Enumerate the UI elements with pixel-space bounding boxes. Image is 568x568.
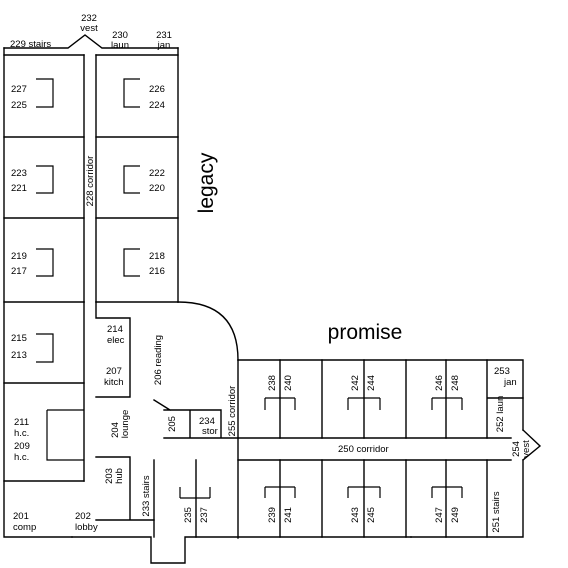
room-228: 228 corridor bbox=[85, 156, 96, 207]
room-224: 224 bbox=[149, 100, 165, 111]
top-wall bbox=[3, 34, 179, 49]
walls bbox=[3, 34, 542, 564]
doors bbox=[36, 78, 463, 499]
door-247 bbox=[431, 486, 463, 498]
room-223: 223 bbox=[11, 168, 27, 179]
room-251: 251 stairs bbox=[491, 491, 502, 532]
room-250: 250 corridor bbox=[338, 444, 389, 455]
room-240: 240 bbox=[283, 375, 294, 391]
promise-bottom bbox=[410, 459, 524, 538]
room-207-name: kitch bbox=[104, 377, 124, 388]
room-225: 225 bbox=[11, 100, 27, 111]
room-243: 243 bbox=[350, 507, 361, 523]
room-238: 238 bbox=[267, 375, 278, 391]
room-237: 237 bbox=[199, 507, 210, 523]
room-227: 227 bbox=[11, 84, 27, 95]
room-231-num: 231 bbox=[156, 30, 172, 41]
room-226: 226 bbox=[149, 84, 165, 95]
room-231-name: jan bbox=[157, 40, 171, 51]
door-211 bbox=[46, 409, 84, 461]
room-201-name: comp bbox=[13, 522, 36, 533]
door-239 bbox=[264, 486, 296, 498]
door-218 bbox=[123, 248, 140, 277]
door-235 bbox=[179, 487, 211, 499]
room-220: 220 bbox=[149, 183, 165, 194]
room-245: 245 bbox=[366, 507, 377, 523]
door-242 bbox=[347, 397, 381, 410]
room-204-name: lounge bbox=[120, 410, 131, 439]
promise-dividers bbox=[321, 359, 524, 538]
room-234-name: stor bbox=[202, 426, 218, 437]
room-209-name: h.c. bbox=[14, 452, 29, 463]
room-206: 206 reading bbox=[153, 335, 164, 385]
room-241: 241 bbox=[283, 507, 294, 523]
room-253-num: 253 bbox=[494, 366, 510, 377]
room-244: 244 bbox=[366, 375, 377, 391]
room-247: 247 bbox=[434, 507, 445, 523]
room-203-num: 203 bbox=[104, 468, 115, 484]
door-227 bbox=[36, 78, 54, 108]
wing-label-legacy: legacy bbox=[195, 152, 218, 213]
room-219: 219 bbox=[11, 251, 27, 262]
room-242: 242 bbox=[350, 375, 361, 391]
door-222 bbox=[123, 165, 140, 194]
wing-label-promise: promise bbox=[328, 321, 403, 344]
room-202-num: 202 bbox=[75, 511, 91, 522]
room-202-name: lobby bbox=[75, 522, 98, 533]
room-214-name: elec bbox=[107, 335, 125, 346]
inner-junction-walls bbox=[153, 399, 239, 439]
door-223 bbox=[36, 165, 54, 194]
room-213: 213 bbox=[11, 350, 27, 361]
room-222: 222 bbox=[149, 168, 165, 179]
promise-top bbox=[237, 359, 524, 431]
room-218: 218 bbox=[149, 251, 165, 262]
room-234-num: 234 bbox=[199, 416, 215, 427]
door-226 bbox=[123, 78, 140, 108]
door-238 bbox=[264, 397, 296, 410]
room-204-num: 204 bbox=[110, 422, 121, 438]
room-254-num: 254 bbox=[511, 441, 522, 457]
labels: legacy promise 229 stairs 232 vest 230 l… bbox=[10, 13, 532, 533]
room-232-name: vest bbox=[80, 23, 98, 34]
room-217: 217 bbox=[11, 266, 27, 277]
room-214-num: 214 bbox=[107, 324, 123, 335]
room-216: 216 bbox=[149, 266, 165, 277]
room-211-num: 211 bbox=[14, 417, 29, 428]
room-253-name: jan bbox=[503, 377, 517, 388]
room-249: 249 bbox=[450, 507, 461, 523]
room-205: 205 bbox=[167, 416, 178, 432]
room-233: 233 stairs bbox=[141, 475, 152, 516]
room-230-name: laun bbox=[111, 40, 129, 51]
room-207-num: 207 bbox=[106, 366, 122, 377]
promise-mid-divider bbox=[195, 359, 447, 538]
room-211-name: h.c. bbox=[14, 428, 29, 439]
door-215 bbox=[36, 333, 54, 363]
legacy-west-wall bbox=[3, 47, 73, 538]
room-248: 248 bbox=[450, 375, 461, 391]
room-203-name: hub bbox=[114, 468, 125, 484]
lobby-wall bbox=[71, 536, 412, 564]
room-254-name: vest bbox=[521, 440, 532, 458]
legacy-south-section bbox=[83, 301, 155, 521]
junction-curve bbox=[177, 301, 239, 361]
room-209-num: 209 bbox=[14, 441, 30, 452]
room-221: 221 bbox=[11, 183, 27, 194]
room-230-num: 230 bbox=[112, 30, 128, 41]
door-246 bbox=[431, 397, 463, 410]
door-219 bbox=[36, 248, 54, 277]
door-243 bbox=[347, 486, 381, 498]
room-201-num: 201 bbox=[13, 511, 29, 522]
vest-east bbox=[522, 429, 542, 461]
room-239: 239 bbox=[267, 507, 278, 523]
room-255: 255 corridor bbox=[227, 386, 238, 437]
room-246: 246 bbox=[434, 375, 445, 391]
room-229: 229 stairs bbox=[10, 39, 51, 50]
room-215: 215 bbox=[11, 333, 27, 344]
room-235: 235 bbox=[183, 507, 194, 523]
room-232-num: 232 bbox=[81, 13, 97, 24]
room-252: 252 laun bbox=[495, 396, 506, 432]
